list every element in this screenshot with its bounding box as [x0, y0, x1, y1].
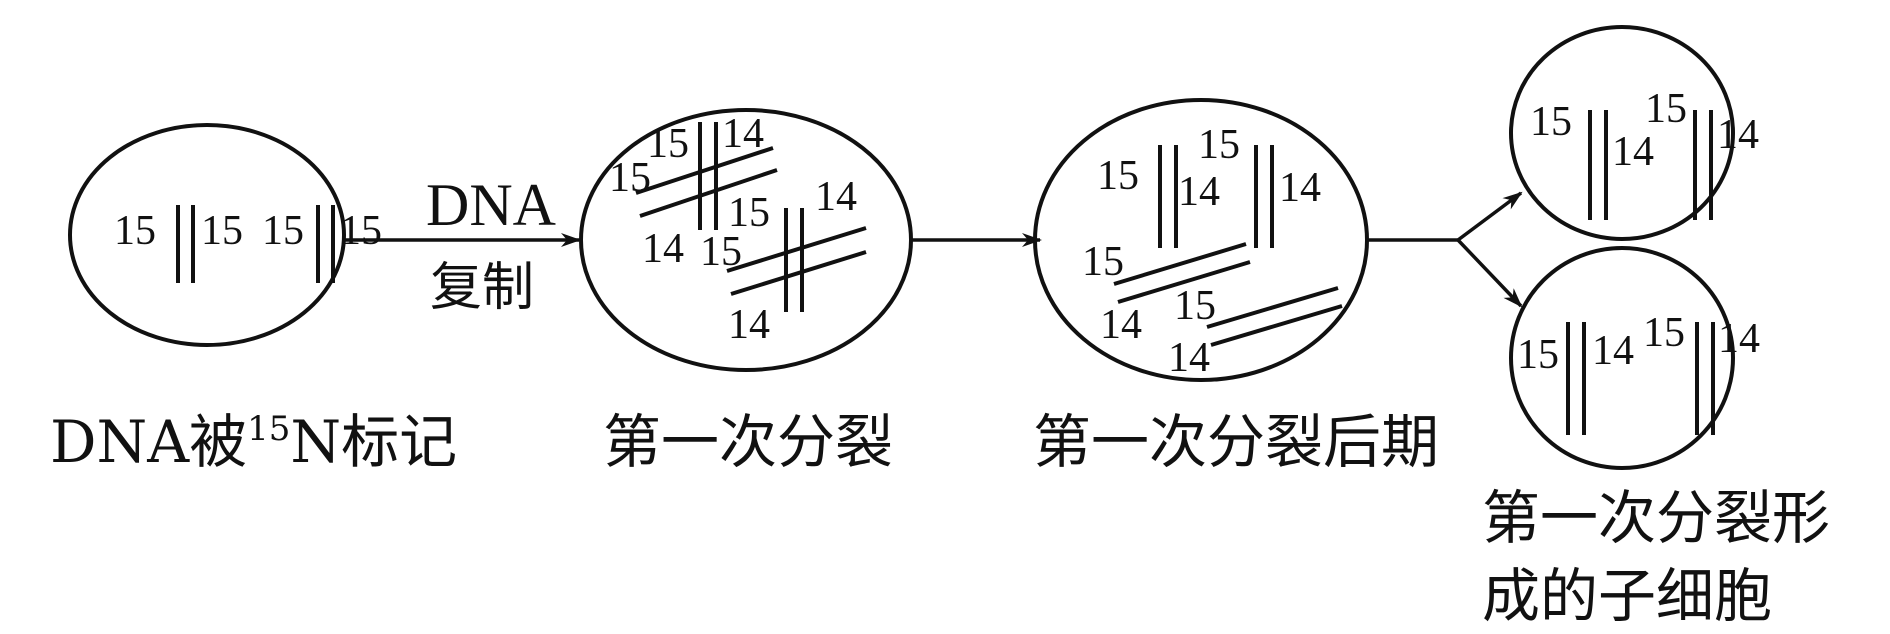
strand-label: 15 [728, 190, 770, 236]
branch-arrows [1367, 191, 1523, 308]
strand-label: 15 [1174, 283, 1216, 329]
dna-strand [1206, 286, 1339, 329]
strand-label: 15 [201, 208, 243, 254]
dna-strand [635, 146, 774, 195]
stage-labelled-dna: 15 15 15 15 DNA被15N标记 [50, 123, 457, 476]
arrow-label-dna: DNA [426, 172, 556, 238]
dna-strand [1117, 260, 1251, 304]
stage-first-division: 15 15 14 14 15 14 15 14 第一次分裂 [579, 108, 913, 476]
strand-label: 14 [1612, 129, 1654, 175]
strand-label: 15 [1643, 310, 1685, 356]
strand-label: 14 [1279, 165, 1321, 211]
dna-strand [1210, 304, 1343, 347]
strand-label: 14 [1592, 328, 1634, 374]
arrow-up [1456, 191, 1523, 242]
strand-label: 15 [647, 121, 689, 167]
strand-label: 15 [262, 208, 304, 254]
dna-strand [1113, 242, 1247, 286]
strand-label: 14 [1718, 316, 1760, 362]
strand-label: 15 [1097, 153, 1139, 199]
strand-label: 15 [609, 155, 651, 201]
strand-label: 14 [642, 226, 684, 272]
replication-arrow: DNA 复制 [344, 172, 581, 318]
stage-first-division-anaphase: 15 14 15 14 15 14 15 14 第一次分裂后期 [1033, 98, 1439, 476]
dna-strand [639, 168, 778, 218]
strand-label: 15 [1530, 99, 1572, 145]
stage-caption-line1: 第一次分裂形 [1482, 484, 1830, 552]
daughter-cell-top [1509, 25, 1735, 241]
strand-label: 15 [1198, 122, 1240, 168]
stage-caption-line2: 成的子细胞 [1482, 562, 1772, 630]
strand-label: 15 [1645, 86, 1687, 132]
daughter-cell-bottom [1509, 246, 1735, 470]
arrow-label-replication: 复制 [430, 258, 534, 318]
strand-label: 15 [340, 208, 382, 254]
strand-label: 14 [815, 174, 857, 220]
cell-outline [68, 123, 346, 347]
stage-caption: DNA被15N标记 [50, 408, 457, 476]
strand-label: 15 [1517, 332, 1559, 378]
strand-label: 15 [1082, 239, 1124, 285]
strand-label: 15 [114, 208, 156, 254]
strand-label: 14 [1168, 335, 1210, 381]
strand-label: 14 [728, 302, 770, 348]
strand-label: 14 [1178, 169, 1220, 215]
strand-label: 14 [1717, 112, 1759, 158]
stage-daughter-cells: 15 14 15 14 15 14 15 14 第一次分裂形 成的子细胞 [1482, 25, 1830, 630]
arrow-down [1456, 238, 1523, 308]
stage-caption: 第一次分裂后期 [1033, 408, 1439, 476]
stage-caption: 第一次分裂 [603, 408, 893, 476]
strand-label: 15 [700, 229, 742, 275]
strand-label: 14 [1100, 302, 1142, 348]
strand-label: 14 [722, 111, 764, 157]
dna-strand [730, 250, 867, 296]
dna-strand [726, 226, 867, 273]
